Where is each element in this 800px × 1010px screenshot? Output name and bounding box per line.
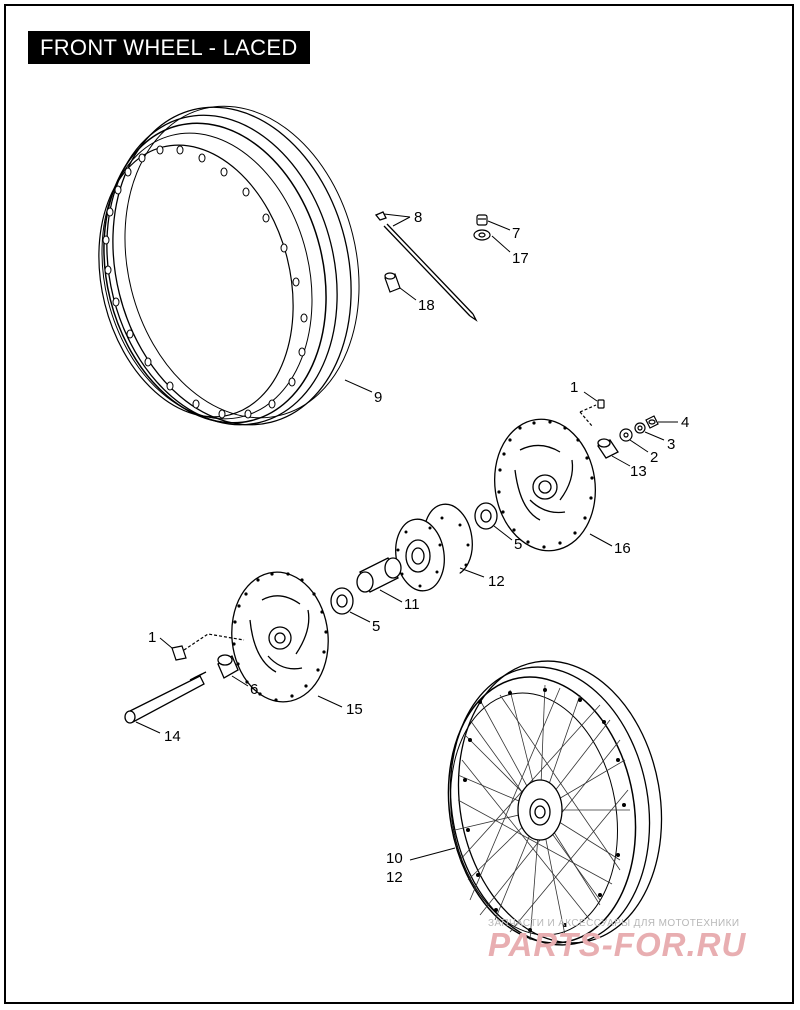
callout-5-left: 5 — [372, 618, 380, 635]
callout-8: 8 — [414, 209, 422, 226]
washer-part-17[interactable] — [473, 229, 491, 241]
callout-3: 3 — [667, 436, 675, 453]
spacer-part-13[interactable] — [597, 438, 619, 459]
callout-7: 7 — [512, 225, 520, 242]
nut-part-4[interactable] — [645, 415, 659, 429]
callout-5-right: 5 — [514, 536, 522, 553]
callout-18: 18 — [418, 297, 435, 314]
callout-1-lower: 1 — [148, 629, 156, 646]
spacer-part-6[interactable] — [217, 654, 239, 679]
axle-spacer-part-11[interactable] — [356, 557, 402, 593]
callout-17: 17 — [512, 250, 529, 267]
lockwasher-part-3[interactable] — [634, 422, 646, 434]
leader-lines — [135, 213, 678, 861]
callout-12-hub: 12 — [488, 573, 505, 590]
spoke-part-8[interactable] — [374, 211, 478, 322]
callout-labels: 8 7 17 18 9 1 4 3 2 13 5 16 12 11 5 1 6 … — [148, 209, 689, 886]
watermark-brand: PARTS-FOR.RU — [488, 926, 747, 963]
hub-part-12[interactable] — [391, 501, 477, 594]
diagram-frame — [4, 4, 794, 1004]
brake-rotor-part-16[interactable] — [486, 413, 603, 558]
axle-part-14[interactable] — [124, 671, 207, 724]
callout-10: 10 — [386, 850, 403, 867]
brake-rotor-part-15[interactable] — [225, 567, 334, 706]
diagram-title: FRONT WHEEL - LACED — [28, 31, 310, 64]
callout-14: 14 — [164, 728, 181, 745]
callout-11: 11 — [404, 596, 420, 613]
callout-16: 16 — [614, 540, 631, 557]
callout-2: 2 — [650, 449, 658, 466]
callout-15: 15 — [346, 701, 363, 718]
callout-9: 9 — [374, 389, 382, 406]
callout-4: 4 — [681, 414, 689, 431]
nipple-part-7[interactable] — [476, 214, 488, 226]
spoke-nipple-part-18[interactable] — [384, 272, 401, 293]
wheel-assembly-part-10[interactable] — [428, 645, 683, 961]
callout-1-upper: 1 — [570, 379, 578, 396]
rim-part-9[interactable] — [71, 81, 390, 450]
washer-part-2[interactable] — [619, 428, 633, 442]
callout-12-wheel: 12 — [386, 869, 403, 886]
callout-6: 6 — [250, 681, 258, 698]
bearing-part-5-left[interactable] — [330, 587, 354, 615]
watermark-tagline: ЗАПЧАСТИ И АКСЕССУАРЫ ДЛЯ МОТОТЕХНИКИ — [488, 918, 740, 929]
bolt-part-1-lower[interactable] — [171, 633, 245, 661]
callout-13: 13 — [630, 463, 647, 480]
bearing-part-5-right[interactable] — [474, 502, 498, 530]
bolt-part-1-upper[interactable] — [579, 399, 605, 427]
